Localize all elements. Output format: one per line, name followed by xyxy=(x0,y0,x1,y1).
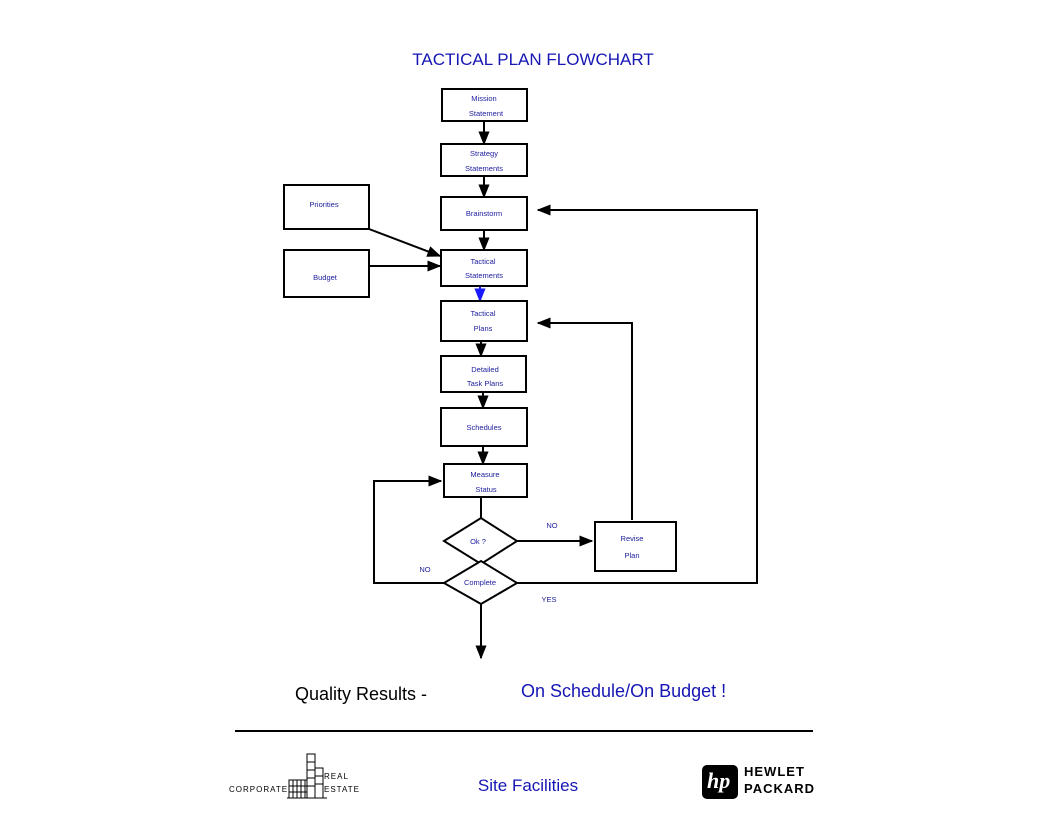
hp-badge-icon: hp xyxy=(702,765,738,799)
building-icon xyxy=(287,753,327,799)
mission-label-1: Mission xyxy=(471,94,496,103)
budget-box xyxy=(283,249,370,298)
estate-text: ESTATE xyxy=(324,785,360,794)
hewlett-packard-logo: hp HEWLET PACKARD xyxy=(702,764,822,800)
corporate-text: CORPORATE xyxy=(229,785,289,794)
detailed-label-2: Task Plans xyxy=(467,379,504,388)
tactical-plans-label-1: Tactical xyxy=(470,309,495,318)
edge-complete-no-measure xyxy=(373,475,444,584)
priorities-label: Priorities xyxy=(309,200,338,209)
tactical-plans-label-2: Plans xyxy=(474,324,493,333)
node-boxes xyxy=(283,88,677,606)
quality-results-text: Quality Results - xyxy=(295,684,428,704)
connectors xyxy=(368,121,758,660)
edge-priorities-tactical-statements xyxy=(368,228,442,257)
budget-label: Budget xyxy=(313,273,338,282)
priorities-box xyxy=(283,184,370,230)
ok-label: Ok ? xyxy=(470,537,486,546)
schedules-label: Schedules xyxy=(466,423,501,432)
brainstorm-label: Brainstorm xyxy=(466,209,502,218)
tactical-plans-box xyxy=(440,300,528,342)
complete-label: Complete xyxy=(464,578,496,587)
complete-decision-diamond xyxy=(442,559,519,606)
measure-label-2: Status xyxy=(475,485,497,494)
measure-status-box xyxy=(443,463,528,498)
mission-statement-box xyxy=(441,88,528,122)
complete-yes-label: YES xyxy=(541,595,556,604)
footer-divider xyxy=(235,730,813,732)
detailed-task-plans-box xyxy=(440,355,527,393)
tactical-statements-box xyxy=(440,249,528,287)
tactical-statements-label-2: Statements xyxy=(465,271,503,280)
strategy-label-1: Strategy xyxy=(470,149,498,158)
complete-no-label: NO xyxy=(419,565,430,574)
ok-no-label: NO xyxy=(546,521,557,530)
node-labels: Mission Statement Strategy Statements Br… xyxy=(309,94,643,604)
page-title: TACTICAL PLAN FLOWCHART xyxy=(412,50,654,69)
on-schedule-text: On Schedule/On Budget ! xyxy=(521,681,727,701)
strategy-statements-box xyxy=(440,143,528,177)
measure-label-1: Measure xyxy=(470,470,499,479)
revise-label-1: Revise xyxy=(621,534,644,543)
brainstorm-box xyxy=(440,196,528,231)
site-facilities-text: Site Facilities xyxy=(477,776,579,795)
strategy-label-2: Statements xyxy=(465,164,503,173)
hewlett-text: HEWLET xyxy=(744,764,805,779)
revise-plan-box xyxy=(594,521,677,572)
tactical-statements-label-1: Tactical xyxy=(470,257,495,266)
edge-revise-tactical-plans xyxy=(536,317,633,520)
schedules-box xyxy=(440,407,528,447)
corporate-real-estate-logo: CORPORATE REAL ESTATE xyxy=(229,752,369,802)
real-text: REAL xyxy=(324,772,349,781)
mission-label-2: Statement xyxy=(469,109,504,118)
detailed-label-1: Detailed xyxy=(471,365,499,374)
revise-label-2: Plan xyxy=(624,551,639,560)
packard-text: PACKARD xyxy=(744,781,816,796)
edge-complete-loop-brainstorm xyxy=(517,204,758,584)
ok-decision-diamond xyxy=(442,516,519,566)
